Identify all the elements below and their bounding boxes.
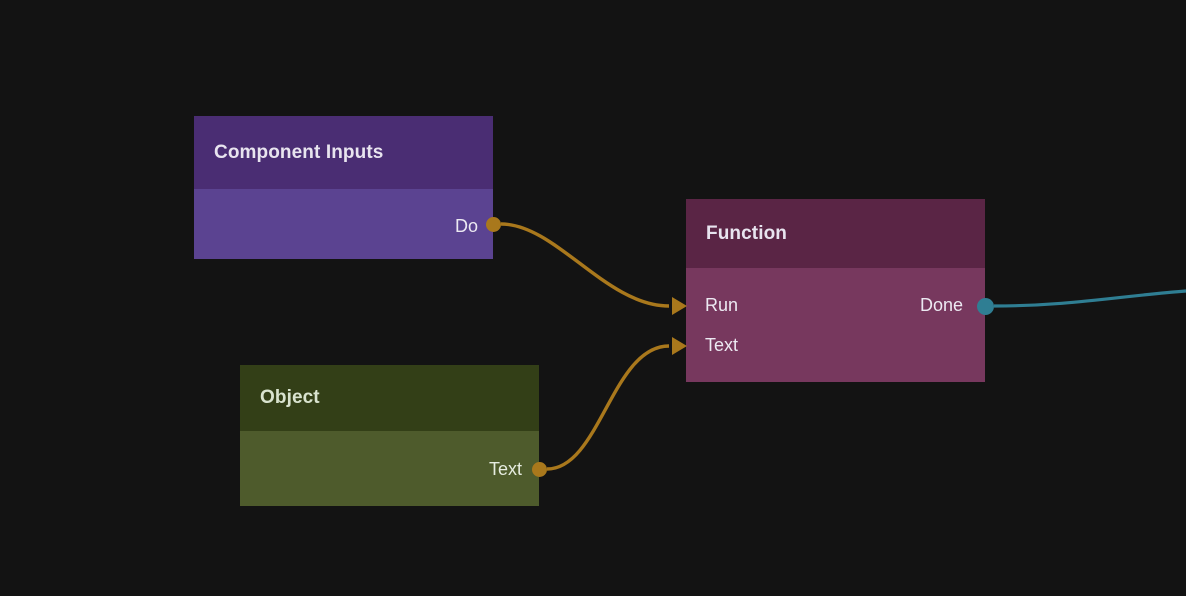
wire-text-to-text <box>546 344 670 471</box>
output-port-dot-do[interactable] <box>486 217 501 232</box>
node-function[interactable]: Function Run Text Done <box>672 199 994 382</box>
port-label: Done <box>919 294 963 315</box>
port-label: Text <box>705 334 739 355</box>
wire-do-to-run <box>500 222 670 308</box>
port-label: Run <box>705 294 739 315</box>
node-header[interactable]: Function <box>686 199 985 268</box>
node-component-inputs[interactable]: Component Inputs Do <box>194 116 501 259</box>
output-port-text[interactable]: Text <box>489 458 522 480</box>
output-port-dot-text[interactable] <box>532 462 547 477</box>
output-port-dot-done[interactable] <box>977 298 994 315</box>
input-port-arrow-run[interactable] <box>672 297 687 315</box>
node-header[interactable]: Object <box>240 365 539 431</box>
port-label: Text <box>488 458 522 479</box>
node-header[interactable]: Component Inputs <box>194 116 493 189</box>
node-body: Text <box>240 431 539 506</box>
node-title: Object <box>260 387 320 408</box>
output-port-done[interactable]: Done <box>920 294 963 316</box>
node-title: Component Inputs <box>214 141 384 163</box>
node-body: Run Text Done <box>686 268 985 382</box>
node-body: Do <box>194 189 493 259</box>
wire-done-out <box>993 289 1186 308</box>
input-port-arrow-text[interactable] <box>672 337 687 355</box>
input-port-text[interactable]: Text <box>705 334 738 356</box>
port-label: Do <box>454 215 478 236</box>
output-port-do[interactable]: Do <box>455 215 478 237</box>
node-object[interactable]: Object Text <box>240 365 547 506</box>
node-title: Function <box>706 222 788 244</box>
input-port-run[interactable]: Run <box>705 294 738 316</box>
